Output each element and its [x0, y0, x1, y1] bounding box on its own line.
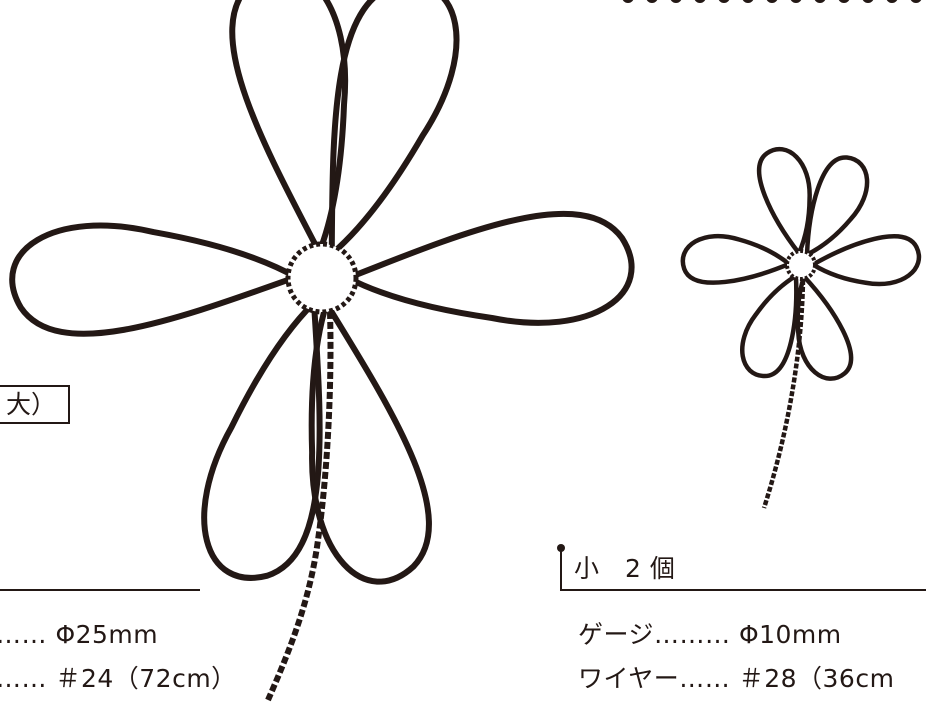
- large-petal-bottom-right: [282, 292, 439, 590]
- large-petal-right: [348, 214, 632, 323]
- large-petal-left: [10, 222, 297, 341]
- large-gauge-spec: …… Φ25mm: [0, 622, 158, 647]
- large-center-ring: [288, 244, 356, 312]
- small-heading: 小 2 個: [574, 556, 675, 581]
- small-petal-left: [681, 233, 791, 289]
- small-flower: [681, 145, 920, 385]
- large-twisted-stem: [268, 312, 331, 700]
- small-petal-top-left: [755, 145, 820, 258]
- small-petal-bottom-left: [731, 267, 819, 383]
- large-wire-spec: …… ＃24（72cm）: [0, 666, 237, 691]
- small-wire-spec: ワイヤー…… ＃28（36cm: [578, 666, 894, 691]
- dot-row: [622, 0, 922, 3]
- large-petal-top-right: [272, 0, 479, 271]
- large-size-label: 大）: [0, 385, 70, 424]
- small-center-ring: [787, 251, 815, 279]
- small-gauge-spec: ゲージ……… Φ10mm: [578, 622, 842, 647]
- large-petal-top-left: [226, 0, 364, 259]
